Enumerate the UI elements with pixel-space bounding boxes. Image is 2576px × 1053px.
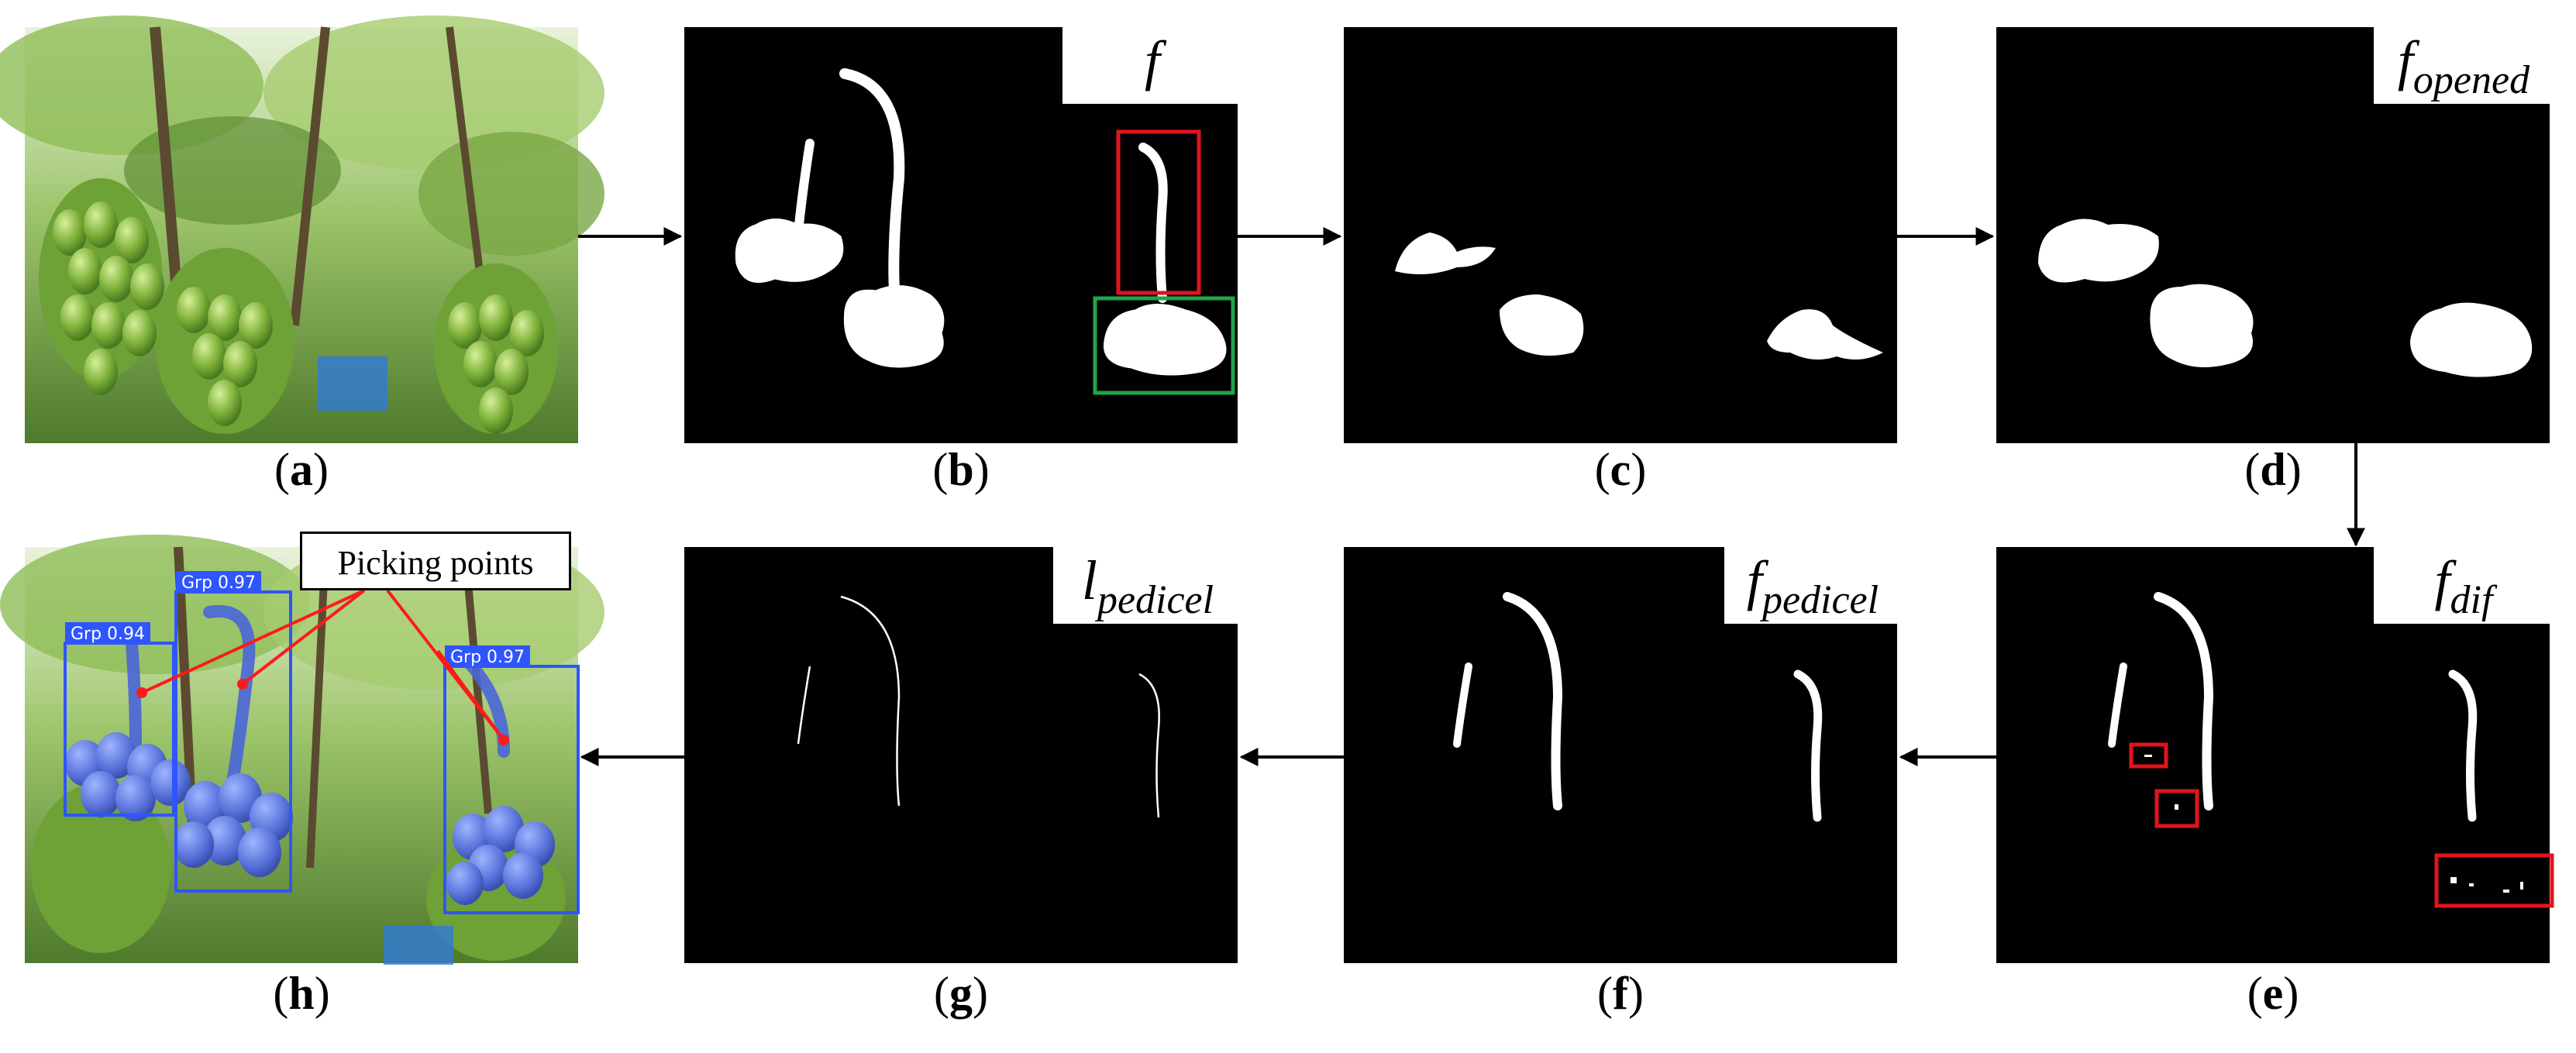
panel-label-c: (c) [1594, 444, 1647, 495]
panel-label-g: (g) [934, 968, 988, 1019]
detection-label: Grp 0.94 [71, 625, 145, 644]
panel-label-b: (b) [932, 444, 990, 495]
flow-arrows [578, 227, 2365, 766]
picking-points [136, 679, 509, 745]
detection-label: Grp 0.97 [181, 573, 256, 593]
symbol-label-f: fpedicel [1724, 542, 1901, 624]
bunch-highlight-box [1093, 296, 1235, 395]
symbol-label-e: fdif [2374, 542, 2554, 624]
panel-c-mask [1344, 27, 1897, 443]
panel-a-photo [0, 15, 604, 443]
symbol-label-b: f [1062, 22, 1242, 104]
callout-lines [141, 589, 505, 742]
pedicel-highlight-box [1116, 129, 1201, 295]
noise-pixels [2144, 755, 2523, 893]
panel-label-a: (a) [274, 444, 329, 495]
panel-label-h: (h) [273, 968, 330, 1019]
symbol-label-d: fopened [2374, 22, 2554, 104]
symbol-label-g: lpedicel [1053, 542, 1242, 624]
picking-points-callout: Picking points [300, 532, 571, 590]
detection-labels: Grp 0.97 Grp 0.94 Grp 0.97 [65, 571, 530, 667]
panel-label-d: (d) [2244, 444, 2302, 495]
detection-label: Grp 0.97 [450, 648, 525, 667]
panel-label-e: (e) [2247, 968, 2299, 1019]
panel-label-f: (f) [1597, 968, 1644, 1019]
panel-h-detection: Grp 0.97 Grp 0.94 Grp 0.97 [0, 535, 604, 965]
